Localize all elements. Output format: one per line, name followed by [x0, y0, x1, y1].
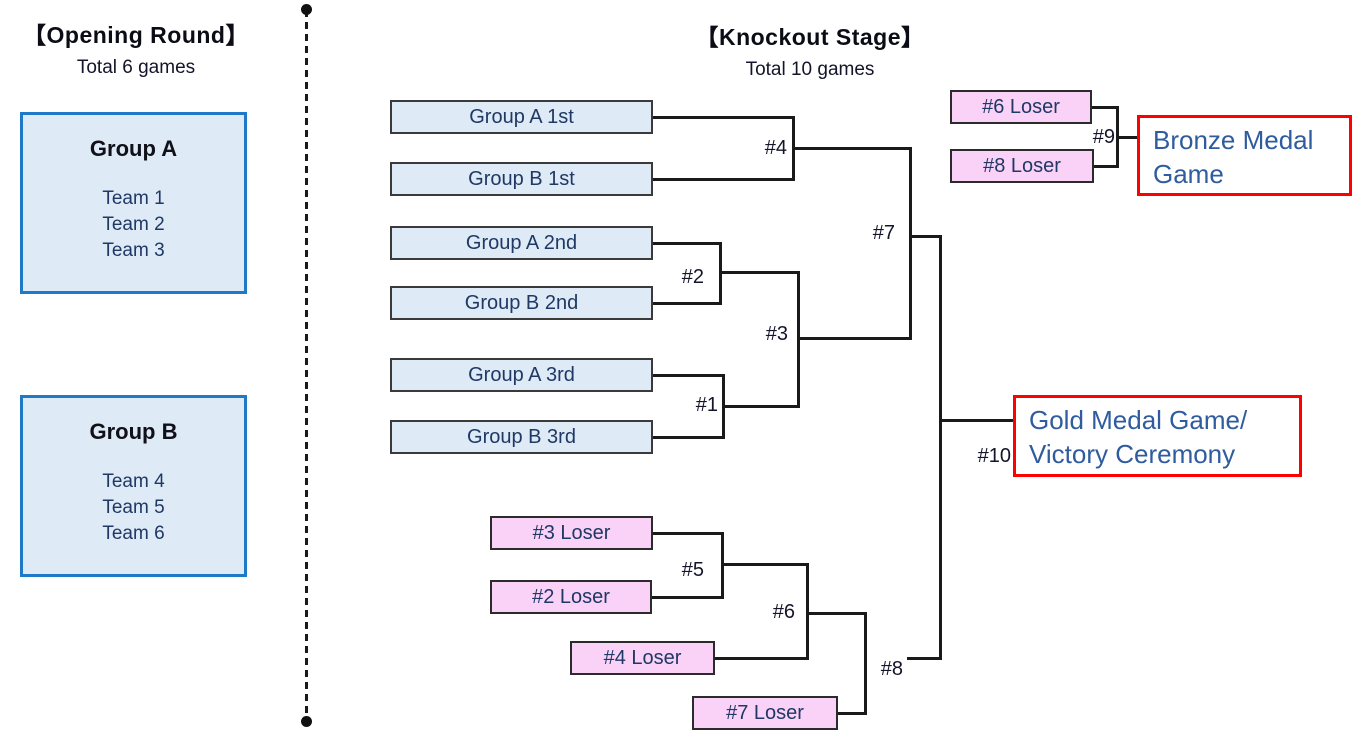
game-number-label: #9 [1092, 126, 1115, 148]
group-b-name: Group B [89, 419, 178, 444]
team-name: Team 1 [102, 188, 165, 209]
game-number-label: #1 [695, 394, 718, 416]
opening-round-title: 【Opening Round】 [23, 22, 249, 48]
seed-box: Group B 1st [390, 162, 653, 196]
loser-box: #8 Loser [950, 149, 1094, 183]
seed-box: Group A 1st [390, 100, 653, 134]
divider-dot-top [301, 4, 312, 15]
seed-box: Group B 3rd [390, 420, 653, 454]
connector-line [651, 435, 725, 439]
game-number-label: #10 [977, 445, 1011, 467]
connector-line [908, 234, 942, 238]
connector-line [805, 611, 867, 615]
game-number-label: #2 [681, 266, 704, 288]
connector-line [938, 234, 942, 660]
divider-dot-bottom [301, 716, 312, 727]
gold-medal-game-box: Gold Medal Game/Victory Ceremony [1013, 395, 1302, 477]
team-name: Team 3 [102, 240, 165, 261]
connector-line [938, 418, 1015, 422]
group-b-panel: Group B Team 4 Team 5 Team 6 [20, 395, 247, 577]
team-name: Team 5 [102, 497, 165, 518]
seed-box: Group A 2nd [390, 226, 653, 260]
connector-line [650, 595, 724, 599]
connector-line [651, 301, 722, 305]
group-b-team-list: Team 4 Team 5 Team 6 [23, 469, 244, 547]
connector-line [791, 146, 912, 150]
connector-line [863, 611, 867, 715]
connector-line [651, 115, 795, 119]
game-number-label: #8 [880, 658, 903, 680]
team-name: Team 2 [102, 214, 165, 235]
loser-box: #7 Loser [692, 696, 838, 730]
final-game-label-line: Bronze Medal [1153, 125, 1314, 155]
seed-box: Group A 3rd [390, 358, 653, 392]
connector-line [805, 562, 809, 660]
knockout-stage-header: 【Knockout Stage】 Total 10 games [600, 18, 1020, 81]
opening-round-header: 【Opening Round】 Total 6 games [0, 16, 272, 79]
connector-line [796, 336, 912, 340]
game-number-label: #7 [872, 222, 895, 244]
loser-box: #4 Loser [570, 641, 715, 675]
knockout-stage-subtitle: Total 10 games [745, 59, 875, 80]
final-game-label-line: Gold Medal Game/ [1029, 405, 1248, 435]
group-a-name: Group A [89, 136, 178, 161]
connector-line [651, 373, 725, 377]
connector-line [718, 270, 800, 274]
loser-box: #6 Loser [950, 90, 1092, 124]
connector-line [651, 531, 724, 535]
connector-line [836, 711, 867, 715]
group-a-panel: Group A Team 1 Team 2 Team 3 [20, 112, 247, 294]
loser-box: #2 Loser [490, 580, 652, 614]
connector-line [713, 656, 809, 660]
seed-box: Group B 2nd [390, 286, 653, 320]
connector-line [1090, 105, 1119, 109]
game-number-label: #5 [681, 559, 704, 581]
team-name: Team 4 [102, 471, 165, 492]
connector-line [651, 241, 722, 245]
group-a-team-list: Team 1 Team 2 Team 3 [23, 186, 244, 264]
connector-line [721, 404, 800, 408]
connector-line [1115, 135, 1139, 139]
section-divider-line [305, 10, 308, 722]
connector-line [651, 177, 795, 181]
team-name: Team 6 [102, 523, 165, 544]
connector-line [720, 562, 809, 566]
opening-round-subtitle: Total 6 games [76, 57, 196, 78]
game-number-label: #4 [764, 137, 787, 159]
knockout-stage-title: 【Knockout Stage】 [695, 24, 925, 50]
connector-line [906, 656, 942, 660]
game-number-label: #6 [772, 601, 795, 623]
connector-line [1092, 164, 1119, 168]
connector-line [908, 146, 912, 340]
final-game-label-line: Victory Ceremony [1029, 439, 1236, 469]
game-number-label: #3 [765, 323, 788, 345]
final-game-label-line: Game [1153, 159, 1224, 189]
loser-box: #3 Loser [490, 516, 653, 550]
